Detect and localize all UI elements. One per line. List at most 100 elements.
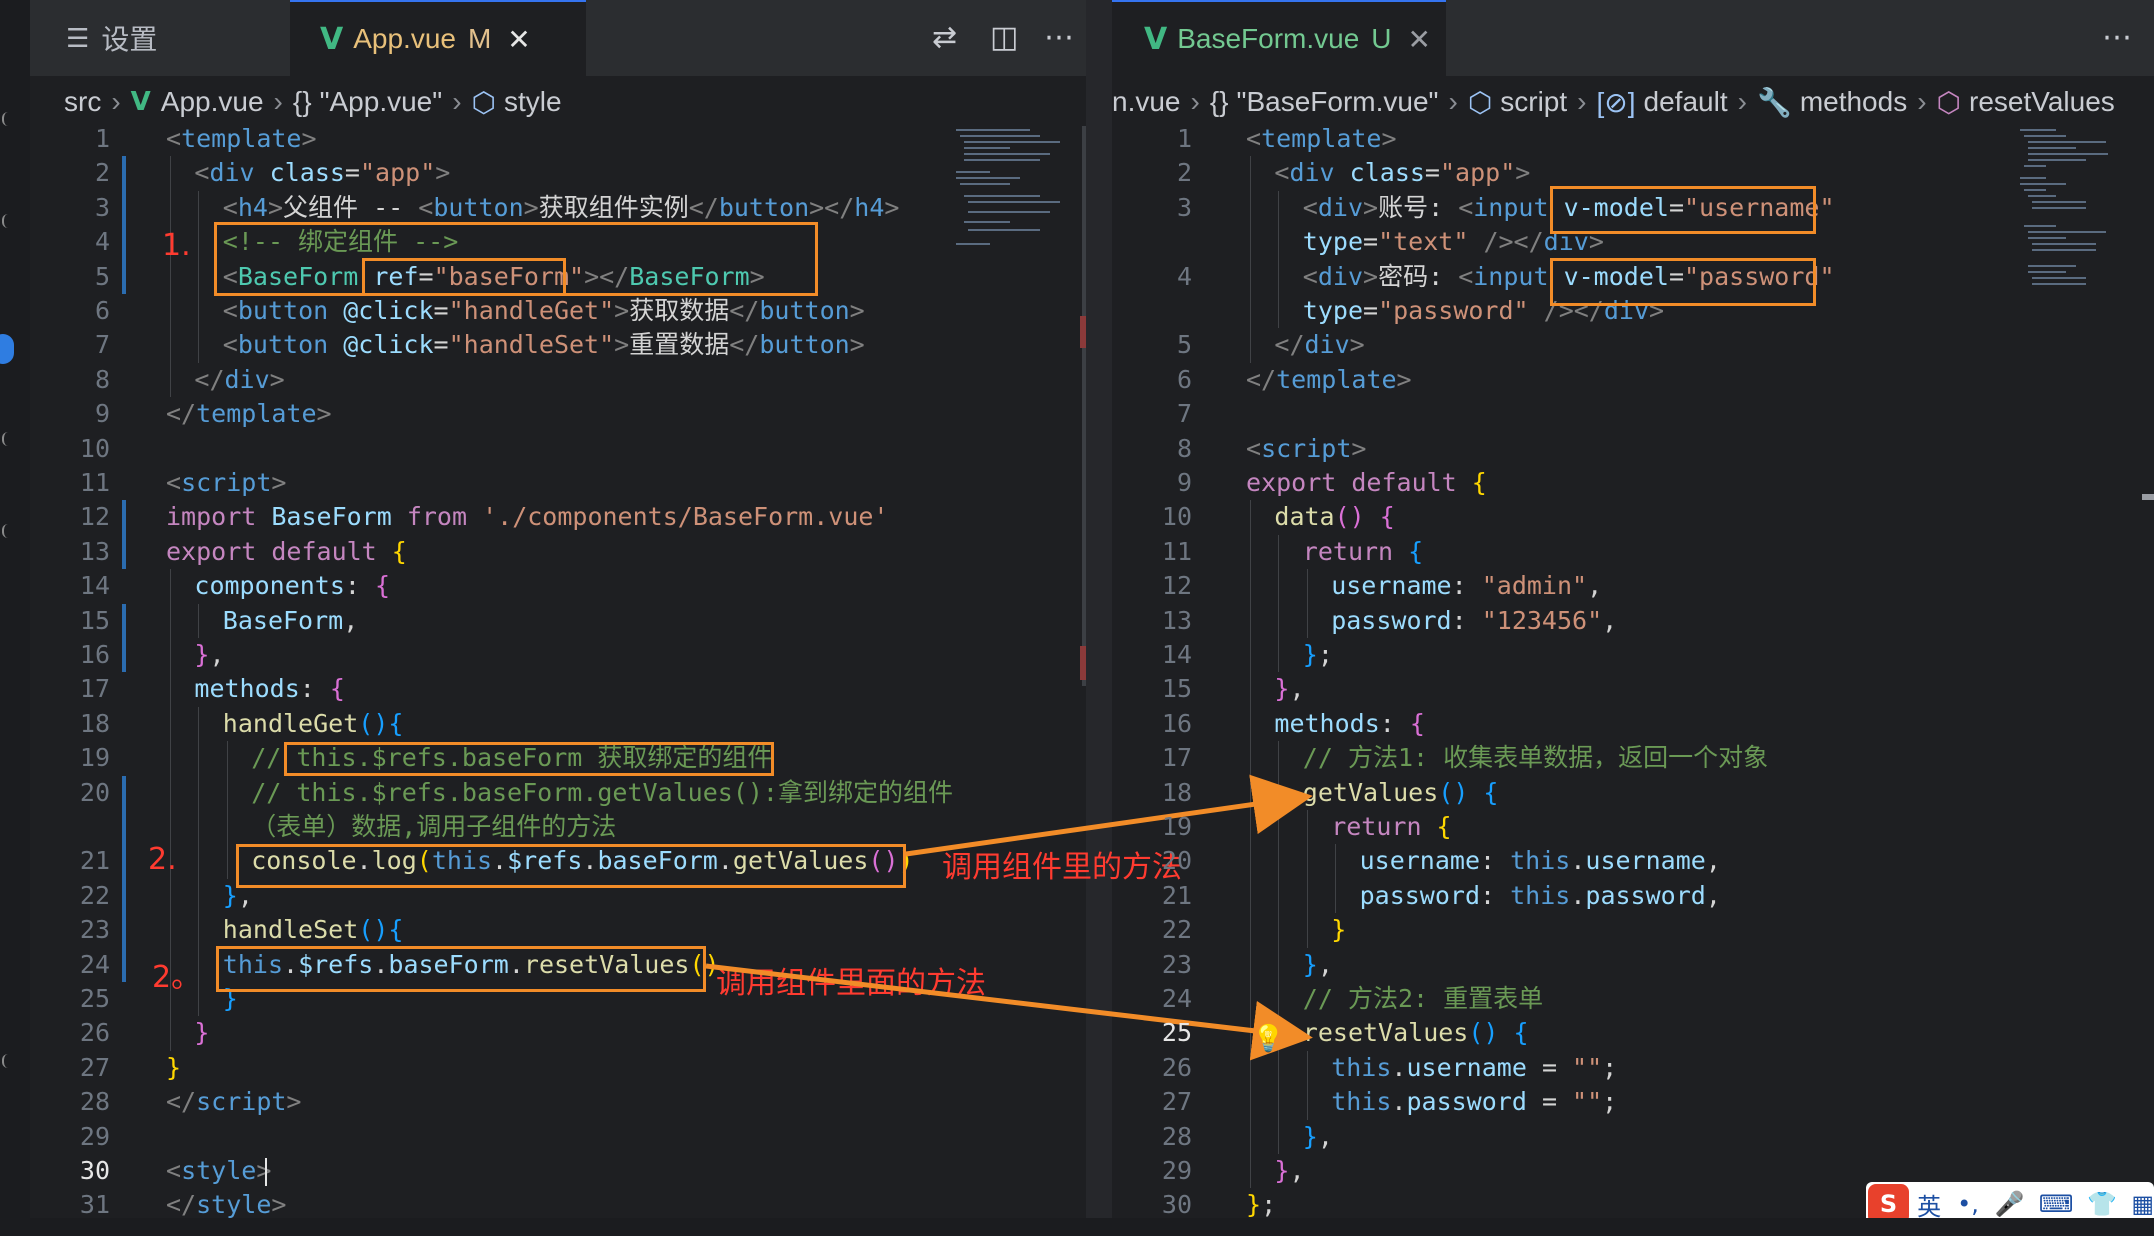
code-line[interactable]: return { xyxy=(1303,535,1423,569)
breadcrumb-item[interactable]: n.vue xyxy=(1112,86,1181,117)
code-line[interactable]: username: "admin", xyxy=(1331,569,1602,603)
code-line[interactable]: methods: { xyxy=(1274,707,1425,741)
close-icon[interactable]: ✕ xyxy=(1407,23,1431,55)
code-line[interactable]: }, xyxy=(223,879,253,913)
code-line[interactable]: import BaseForm from './components/BaseF… xyxy=(166,500,888,534)
more-actions-icon[interactable]: ⋯ xyxy=(2102,20,2132,55)
left-code-area[interactable]: <template><div class="app"><h4>父组件 -- <b… xyxy=(166,122,1056,1218)
tab-baseform-vue[interactable]: V BaseForm.vue U ✕ xyxy=(1112,0,1446,76)
breadcrumb-item[interactable]: "App.vue" xyxy=(319,86,443,117)
code-line[interactable]: </template> xyxy=(166,397,332,431)
ime-punctuation-icon[interactable]: •, xyxy=(1957,1190,1979,1218)
tab-settings[interactable]: ☰ 设置 xyxy=(30,0,290,76)
code-line[interactable]: </template> xyxy=(1246,363,1412,397)
code-line[interactable]: data() { xyxy=(1274,500,1394,534)
code-line[interactable]: （表单）数据,调用子组件的方法 xyxy=(251,810,616,844)
breadcrumb-item[interactable]: style xyxy=(503,86,562,117)
code-line[interactable]: <style> xyxy=(166,1154,271,1188)
git-change-marker[interactable] xyxy=(122,775,126,982)
breadcrumb-item[interactable]: "BaseForm.vue" xyxy=(1236,86,1439,117)
split-editor-icon[interactable]: ◫ xyxy=(990,20,1019,55)
code-line[interactable]: } xyxy=(194,1016,209,1050)
run-icon[interactable] xyxy=(2,432,14,446)
left-minimap[interactable] xyxy=(950,126,1070,256)
code-line[interactable]: // 方法2: 重置表单 xyxy=(1303,982,1543,1016)
code-line[interactable]: <h4>父组件 -- <button>获取组件实例</button></h4> xyxy=(223,191,900,225)
git-change-marker[interactable] xyxy=(122,500,126,570)
code-line[interactable]: this.password = ""; xyxy=(1331,1085,1617,1119)
code-line[interactable]: <div class="app"> xyxy=(1274,156,1530,190)
skin-icon[interactable]: 👕 xyxy=(2087,1190,2118,1218)
code-line[interactable]: </style> xyxy=(166,1188,286,1218)
code-line[interactable]: <!-- 绑定组件 --> xyxy=(223,225,458,259)
code-line[interactable]: <div>密码: <input v-model="password" xyxy=(1303,260,1835,294)
code-line[interactable]: BaseForm, xyxy=(223,604,358,638)
ime-mode[interactable]: 英 xyxy=(1917,1192,1942,1221)
code-line[interactable]: <template> xyxy=(166,122,317,156)
code-line[interactable]: methods: { xyxy=(194,672,345,706)
close-icon[interactable]: ✕ xyxy=(507,23,531,55)
code-line[interactable]: <template> xyxy=(1246,122,1397,156)
code-line[interactable]: </div> xyxy=(1274,328,1364,362)
git-change-marker[interactable] xyxy=(122,225,126,294)
breadcrumb-item[interactable]: default xyxy=(1643,86,1728,117)
code-line[interactable]: return { xyxy=(1331,810,1451,844)
code-line[interactable]: <BaseForm ref="baseForm"></BaseForm> xyxy=(223,260,765,294)
code-line[interactable]: <script> xyxy=(166,466,286,500)
code-line[interactable]: } xyxy=(166,1051,181,1085)
code-line[interactable]: handleGet(){ xyxy=(223,707,404,741)
code-line[interactable]: }, xyxy=(194,638,224,672)
breadcrumb-item[interactable]: resetValues xyxy=(1969,86,2115,117)
breadcrumb-item[interactable]: App.vue xyxy=(160,86,264,117)
right-code-area[interactable]: <template><div class="app"><div>账号: <inp… xyxy=(1246,122,2026,1218)
source-control-badge[interactable] xyxy=(0,334,14,364)
code-line[interactable]: // this.$refs.baseForm.getValues():拿到绑定的… xyxy=(251,776,953,810)
toolbox-icon[interactable]: ▦ xyxy=(2131,1190,2154,1218)
code-line[interactable]: <button @click="handleGet">获取数据</button> xyxy=(223,294,865,328)
code-line[interactable]: components: { xyxy=(194,569,390,603)
code-line[interactable]: this.$refs.baseForm.resetValues() xyxy=(223,948,720,982)
code-line[interactable]: } xyxy=(1331,913,1346,947)
code-line[interactable]: type="text" /></div> xyxy=(1303,225,1604,259)
code-line[interactable]: resetValues() { xyxy=(1303,1016,1529,1050)
code-line[interactable]: }, xyxy=(1274,672,1304,706)
code-line[interactable]: handleSet(){ xyxy=(223,913,404,947)
extensions-icon[interactable] xyxy=(2,524,14,538)
lightbulb-icon[interactable]: 💡 xyxy=(1252,1024,1285,1054)
code-line[interactable]: </script> xyxy=(166,1085,301,1119)
code-line[interactable]: }, xyxy=(1274,1154,1304,1188)
code-line[interactable]: export default { xyxy=(166,535,407,569)
breadcrumb-item[interactable]: methods xyxy=(1799,86,1908,117)
right-minimap[interactable] xyxy=(2016,126,2126,306)
explorer-icon[interactable] xyxy=(2,112,14,126)
breadcrumb-item[interactable]: script xyxy=(1500,86,1568,117)
code-line[interactable]: }; xyxy=(1303,638,1333,672)
code-line[interactable]: export default { xyxy=(1246,466,1487,500)
code-line[interactable]: password: "123456", xyxy=(1331,604,1617,638)
code-line[interactable]: <script> xyxy=(1246,432,1366,466)
keyboard-icon[interactable]: ⌨ xyxy=(2038,1190,2074,1218)
code-line[interactable]: <button @click="handleSet">重置数据</button> xyxy=(223,328,865,362)
code-line[interactable]: type="password" /></div> xyxy=(1303,294,1664,328)
code-line[interactable]: </div> xyxy=(194,363,284,397)
account-icon[interactable] xyxy=(2,1054,14,1068)
code-line[interactable]: password: this.password, xyxy=(1360,879,1721,913)
code-line[interactable]: <div>账号: <input v-model="username" xyxy=(1303,191,1835,225)
editor-split-divider[interactable] xyxy=(1086,0,1112,1236)
git-change-marker[interactable] xyxy=(122,603,126,673)
code-line[interactable]: // this.$refs.baseForm 获取绑定的组件 xyxy=(251,741,772,775)
code-line[interactable]: }; xyxy=(1246,1188,1276,1218)
more-actions-icon[interactable]: ⋯ xyxy=(1044,20,1074,55)
breadcrumb-item[interactable]: src xyxy=(64,86,102,117)
code-line[interactable]: username: this.username, xyxy=(1360,844,1721,878)
code-line[interactable]: <div class="app"> xyxy=(194,156,450,190)
search-icon[interactable] xyxy=(2,214,14,228)
code-line[interactable]: this.username = ""; xyxy=(1331,1051,1617,1085)
code-line[interactable]: }, xyxy=(1303,948,1333,982)
code-line[interactable]: getValues() { xyxy=(1303,776,1499,810)
code-line[interactable]: }, xyxy=(1303,1120,1333,1154)
code-line[interactable]: console.log(this.$refs.baseForm.getValue… xyxy=(251,844,913,878)
compare-changes-icon[interactable]: ⇄ xyxy=(932,20,958,55)
code-line[interactable]: // 方法1: 收集表单数据，返回一个对象 xyxy=(1303,741,1768,775)
microphone-icon[interactable]: 🎤 xyxy=(1994,1190,2025,1218)
